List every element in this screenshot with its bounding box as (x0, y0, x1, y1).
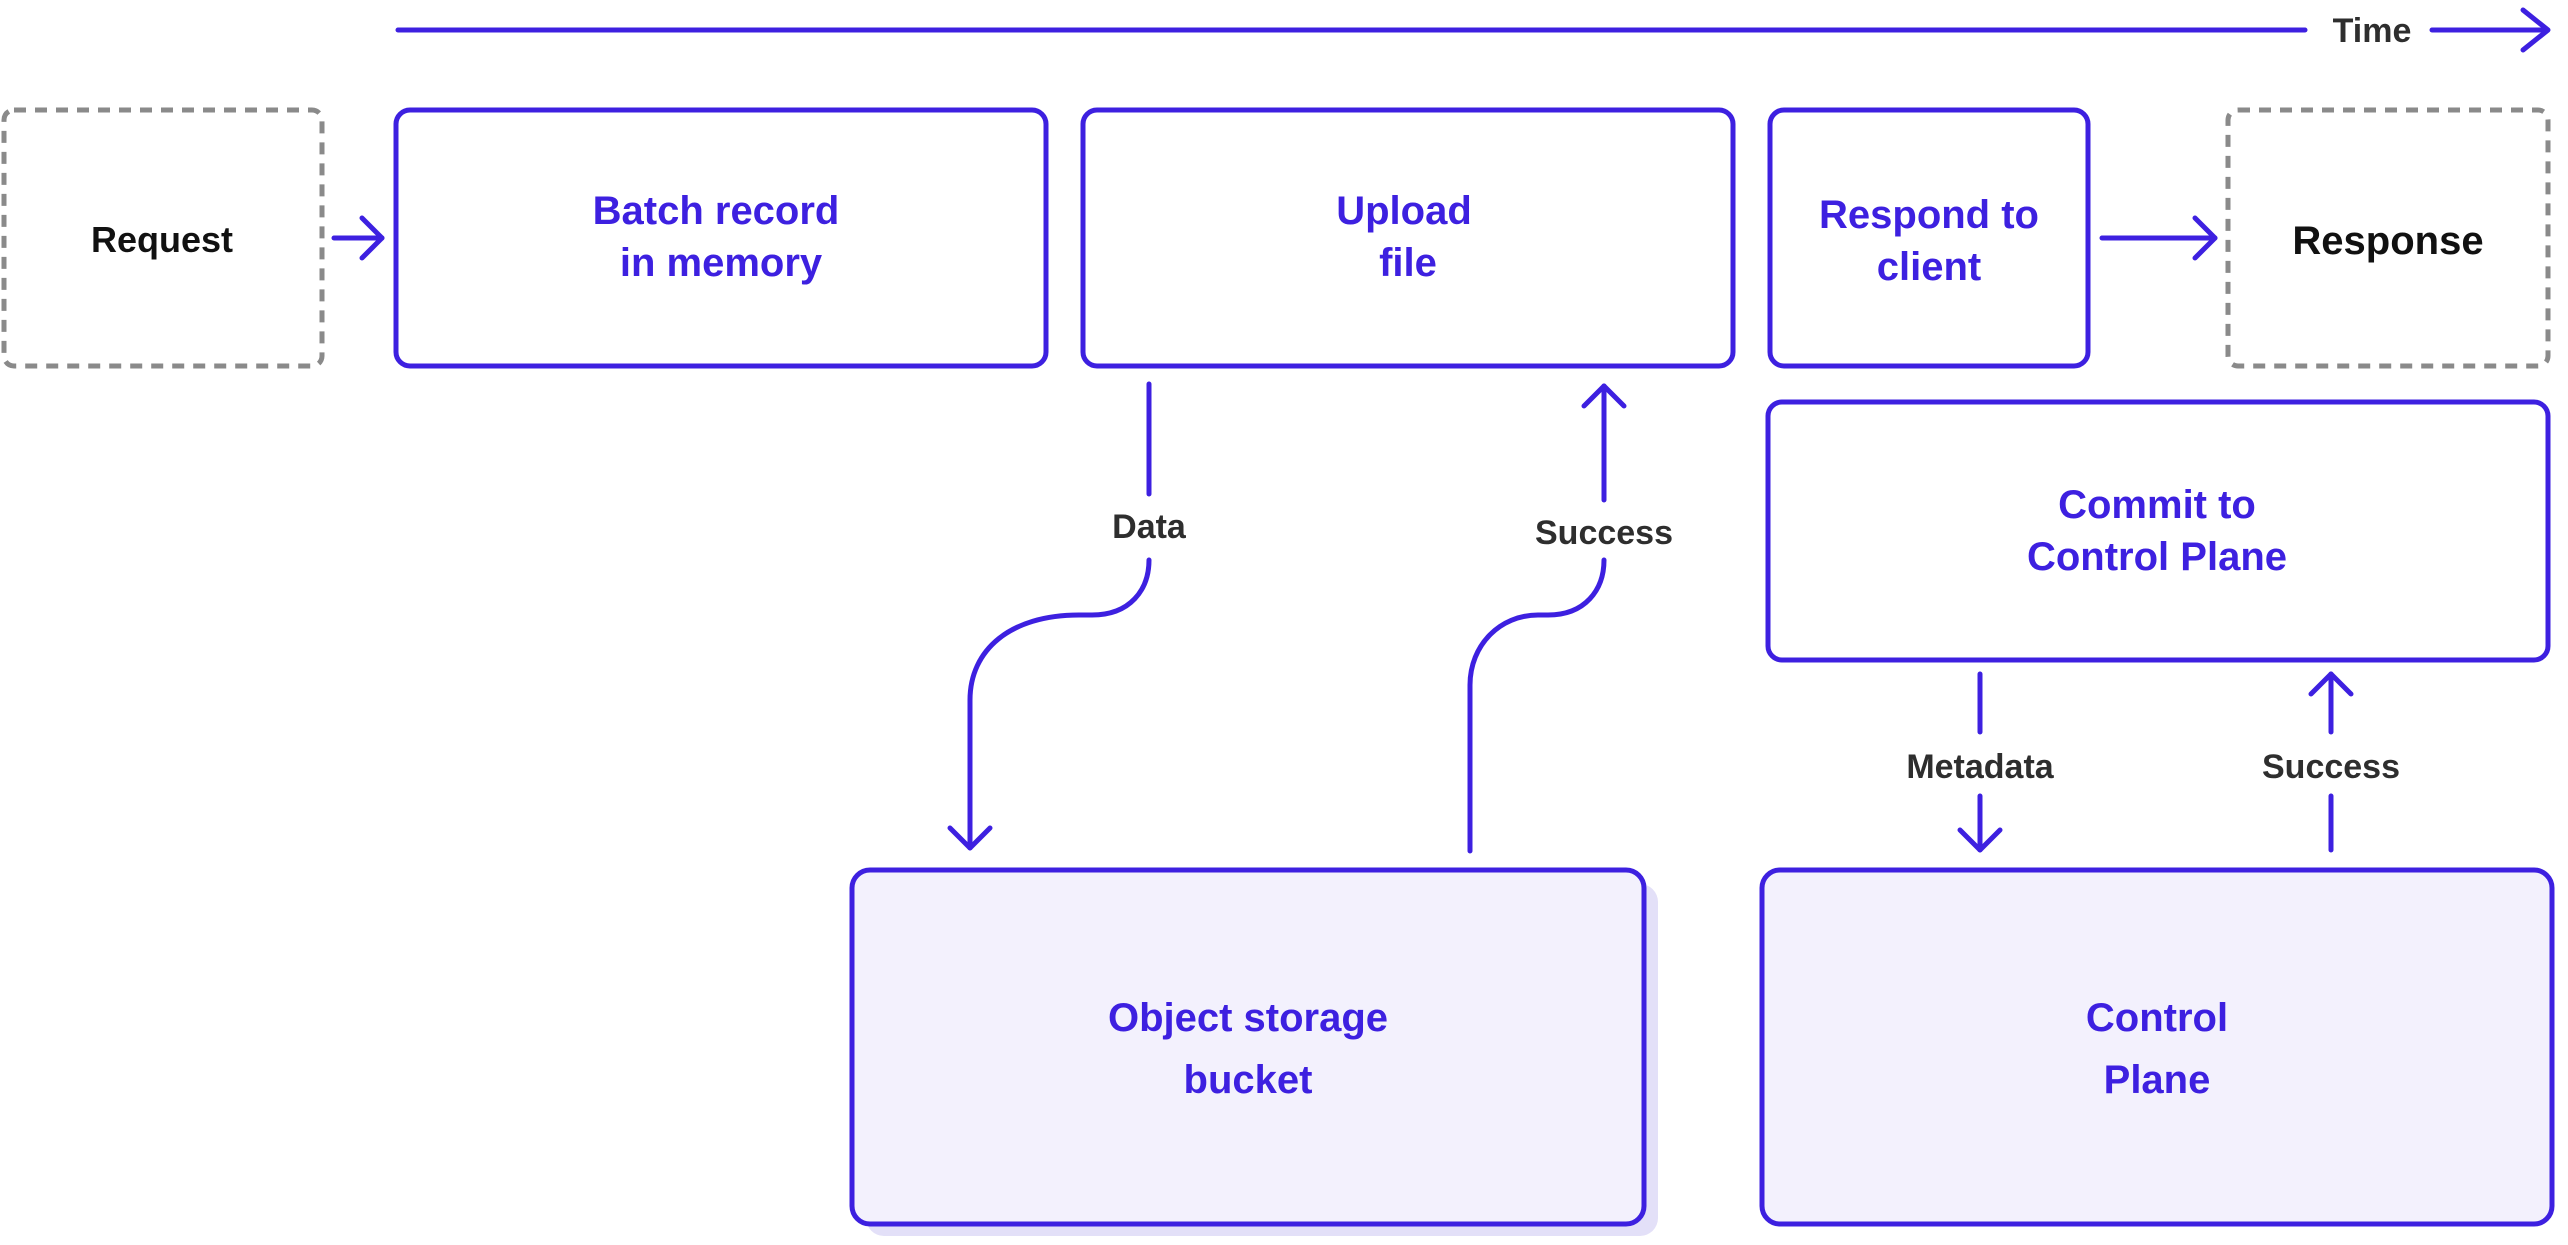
upload-file-node: Upload file (1080, 107, 1736, 369)
edge-metadata-label: Metadata (1906, 748, 2054, 786)
upload-file-line-1: Upload (1336, 189, 1472, 233)
edge-commit-success-label: Success (2262, 748, 2400, 786)
request-label: Request (91, 219, 233, 260)
edge-data: Data (947, 381, 1187, 851)
respond-client-line-1: Respond to (1819, 193, 2039, 237)
respond-client-box (1767, 107, 2091, 369)
batch-record-box (393, 107, 1049, 369)
commit-control-plane-line-2: Control Plane (2027, 535, 2287, 579)
request-box (1, 107, 325, 369)
object-storage-box (849, 867, 1647, 1227)
respond-client-node: Respond to client (1767, 107, 2091, 369)
edge-metadata: Metadata (1906, 671, 2055, 853)
control-plane-line-2: Plane (2104, 1058, 2211, 1102)
upload-file-box (1080, 107, 1736, 369)
object-storage-line-2: bucket (1184, 1058, 1313, 1102)
edge-data-label: Data (1112, 508, 1187, 546)
commit-control-plane-box (1765, 399, 2551, 663)
response-box (2225, 107, 2551, 369)
edge-upload-success-label: Success (1535, 514, 1673, 552)
object-storage-line-1: Object storage (1108, 996, 1388, 1040)
respond-client-line-2: client (1877, 245, 1981, 289)
edge-upload-success: Success (1467, 383, 1673, 854)
timeline: Time (395, 7, 2551, 53)
timeline-label: Time (2333, 12, 2412, 50)
control-plane-line-1: Control (2086, 996, 2228, 1040)
batch-record-line-1: Batch record (593, 189, 840, 233)
response-node: Response (2225, 107, 2551, 369)
timeline-arrowhead (2520, 7, 2551, 53)
request-node: Request (1, 107, 325, 369)
edge-commit-success: Success (2262, 671, 2400, 853)
upload-file-line-2: file (1379, 241, 1437, 285)
batch-record-line-2: in memory (620, 241, 823, 285)
commit-control-plane-line-1: Commit to (2058, 483, 2256, 527)
response-label: Response (2292, 219, 2483, 263)
object-storage-node: Object storage bucket (849, 867, 1658, 1236)
control-plane-box (1759, 867, 2555, 1227)
control-plane-node: Control Plane (1759, 867, 2555, 1227)
batch-record-node: Batch record in memory (393, 107, 1049, 369)
arrow-request-to-batch (331, 215, 385, 261)
arrow-respond-to-response (2099, 215, 2218, 261)
commit-control-plane-node: Commit to Control Plane (1765, 399, 2551, 663)
